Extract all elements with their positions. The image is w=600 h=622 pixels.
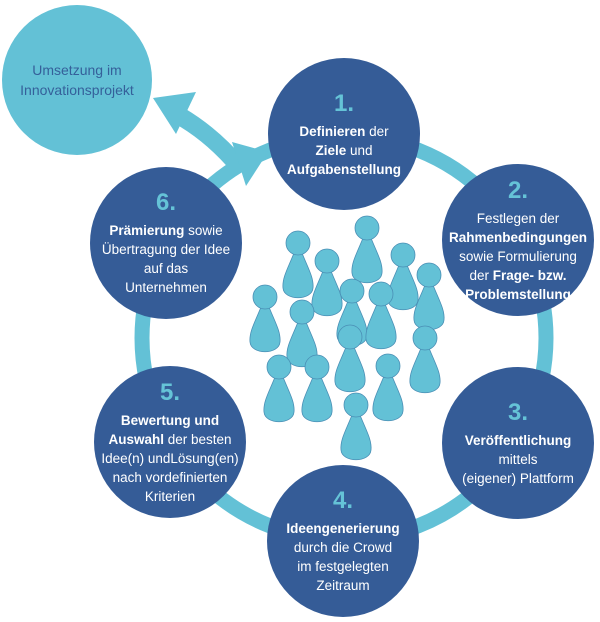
step-text: und	[346, 142, 373, 158]
step-text: Unternehmen	[125, 280, 207, 295]
person-figure-icon	[409, 325, 441, 394]
step-text: sowie Formulierung	[459, 248, 577, 264]
person-figure-icon	[249, 284, 281, 353]
person-figure-icon	[263, 354, 295, 423]
step-text: Festlegen der	[476, 210, 560, 226]
step-number: 1.	[333, 89, 354, 117]
person-figure-icon	[286, 299, 318, 368]
step-text: sowie	[184, 223, 223, 238]
step-4: 4. Ideengenerierung durch die Crowd im fest…	[267, 465, 419, 617]
person-figure-icon	[301, 354, 333, 423]
step-4-circle	[267, 465, 419, 617]
step-number: 5.	[159, 378, 180, 406]
step-5-circle	[94, 366, 246, 518]
step-number: 4.	[332, 487, 353, 514]
step-text: Zeitraum	[316, 578, 370, 593]
step-text: Kriterien	[144, 488, 196, 504]
step-keyword: Veröffentlichung	[464, 432, 572, 448]
outcome-line-1: Umsetzung im	[32, 62, 122, 78]
outcome-line-2: Innovationsprojekt	[20, 82, 134, 98]
step-description: Ideengenerierung durch die Crowd im festge…	[286, 519, 399, 595]
step-number: 3.	[507, 398, 528, 426]
person-figure-icon	[282, 230, 314, 299]
step-2-circle	[442, 164, 594, 316]
outcome-label: Umsetzung im Innovationsprojekt	[2, 5, 152, 155]
step-3: 3. Veröffentlichung mittels (eigener) Platt…	[442, 367, 594, 519]
step-text: Übertragung der Idee	[101, 242, 231, 257]
step-keyword: Problemstellung	[465, 286, 571, 302]
person-figure-icon	[351, 215, 383, 284]
step-keyword: Bewertung und	[120, 412, 220, 428]
person-figure-icon	[365, 281, 397, 350]
step-text: der	[469, 267, 493, 283]
step-text: auf das	[143, 261, 189, 276]
step-text: der besten	[163, 431, 232, 447]
step-keyword: Frage- bzw.	[492, 267, 567, 283]
step-keyword: Auswahl	[108, 431, 164, 447]
step-keyword: Ideengenerierung	[286, 521, 400, 536]
person-figure-icon	[413, 262, 445, 331]
person-figure-icon	[311, 248, 343, 317]
step-description: Veröffentlichung mittels (eigener) Plattfo…	[462, 431, 574, 488]
step-number: 6.	[155, 189, 176, 216]
step-text: im festgelegten	[297, 559, 389, 574]
step-keyword: Prämierung	[109, 223, 185, 238]
step-text: Idee(n) undLösung(en)	[101, 450, 239, 466]
person-figure-icon	[340, 392, 372, 461]
person-figure-icon	[372, 353, 404, 422]
outcome-circle	[2, 5, 152, 155]
step-6-circle	[90, 167, 242, 319]
step-text: durch die Crowd	[293, 540, 393, 555]
step-text: nach vordefinierten	[112, 469, 228, 485]
step-keyword: Aufgabenstellung	[287, 161, 401, 177]
person-figure-icon	[334, 324, 366, 393]
step-3-circle	[442, 367, 594, 519]
step-keyword: Rahmenbedingungen	[449, 229, 587, 245]
double-arrow-icon	[153, 92, 268, 186]
step-keyword: Ziele	[315, 142, 347, 158]
step-1-circle	[268, 58, 420, 210]
step-text: der	[365, 123, 389, 139]
person-figure-icon	[387, 242, 419, 311]
step-keyword: Definieren	[299, 123, 366, 139]
step-text: (eigener) Plattform	[462, 470, 574, 486]
step-number: 2.	[507, 176, 528, 204]
crowd	[249, 215, 445, 461]
step-text: mittels	[498, 451, 538, 467]
